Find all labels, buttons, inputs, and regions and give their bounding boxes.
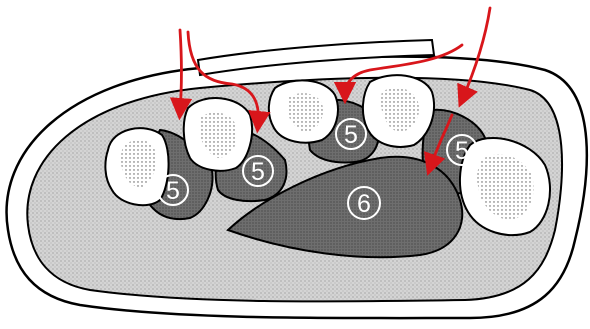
bone-2 <box>184 98 252 171</box>
bone-3 <box>269 80 338 142</box>
label-comp-b-text: 5 <box>251 158 265 186</box>
label-comp-e-text: 6 <box>357 190 371 218</box>
label-comp-c-text: 5 <box>344 121 358 149</box>
label-comp-a-text: 5 <box>166 177 180 205</box>
label-comp-d-text: 5 <box>455 137 469 165</box>
arrow-1 <box>180 30 182 112</box>
bone-4 <box>363 75 434 147</box>
